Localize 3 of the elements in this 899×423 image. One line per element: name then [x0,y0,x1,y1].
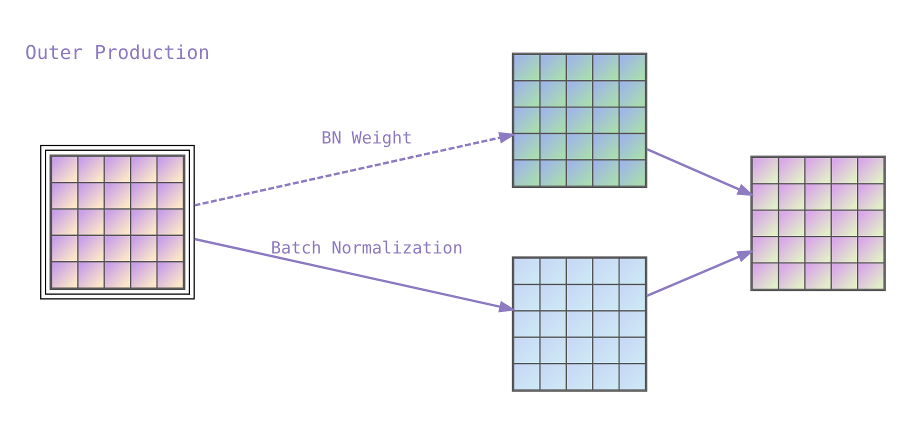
edge-label: Batch Normalization [270,237,463,258]
edge-label: BN Weight [321,126,412,147]
label: Outer Production [25,40,210,64]
